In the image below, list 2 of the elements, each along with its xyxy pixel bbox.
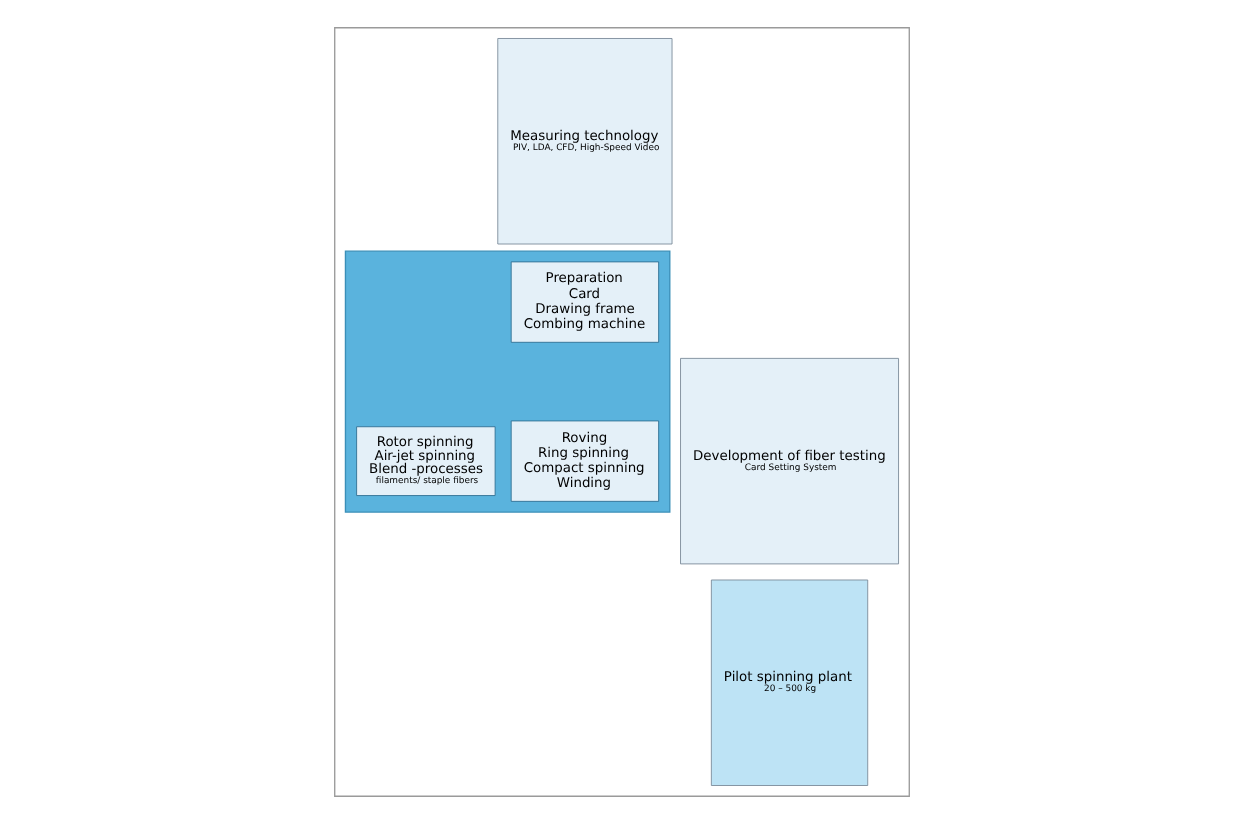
cluster [334, 27, 910, 797]
cluster [344, 250, 671, 513]
